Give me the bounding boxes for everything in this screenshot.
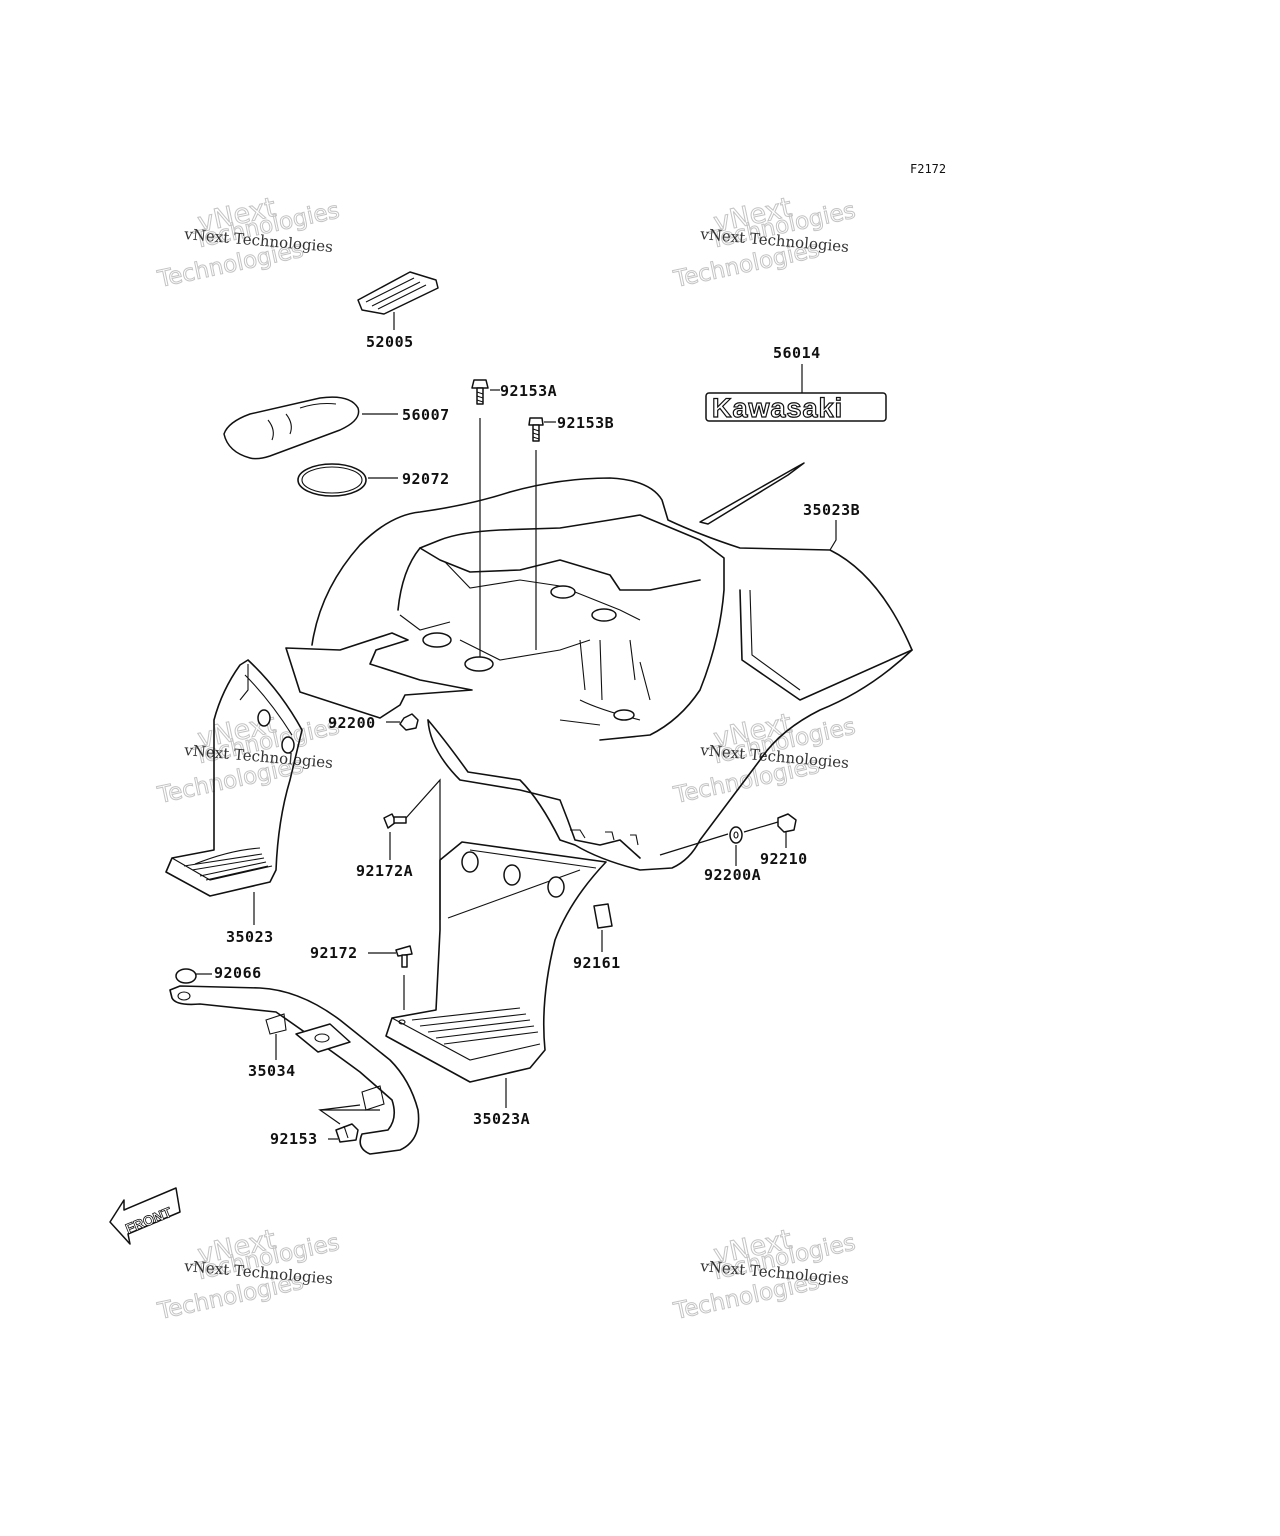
callout-92153: 92153: [270, 1130, 318, 1148]
callout-92200: 92200: [328, 714, 376, 732]
callout-92172: 92172: [310, 944, 358, 962]
watermark-bottom-left: vNext Technologies Technologies vNext Te…: [154, 1224, 342, 1326]
kawasaki-logo-text: Kawasaki: [712, 393, 843, 423]
callout-92153A: 92153A: [500, 382, 557, 400]
callout-35023: 35023: [226, 928, 274, 946]
callout-92210: 92210: [760, 850, 808, 868]
watermark-top-left: vNext Technologies Technologies vNext Te…: [154, 192, 342, 294]
part-92200-nut: [386, 713, 419, 731]
part-52005-pad: [357, 271, 439, 330]
figure-code: F2172: [910, 162, 946, 176]
part-56014-kawasaki-decal: Kawasaki: [705, 364, 887, 424]
part-56007-seat-cover: [223, 396, 398, 460]
front-direction-arrow: FRONT: [109, 1187, 181, 1245]
part-35034-bracket: [169, 985, 420, 1155]
part-92161-pad: [593, 903, 613, 952]
watermark-mid-left: vNext Technologies Technologies vNext Te…: [154, 708, 342, 810]
watermark-bottom-right: vNext Technologies Technologies vNext Te…: [670, 1224, 858, 1326]
part-92153A-bolt: [471, 379, 500, 660]
callout-35034: 35034: [248, 1062, 296, 1080]
part-92072-ring: [297, 463, 398, 497]
callout-52005: 52005: [366, 333, 414, 351]
watermark-top-right: vNext Technologies Technologies vNext Te…: [670, 192, 858, 294]
part-92172-screw: [368, 945, 413, 1025]
part-92172A-screw: [383, 778, 441, 920]
part-92066-cap: [175, 968, 212, 984]
callout-35023A: 35023A: [473, 1110, 530, 1128]
watermark-mid-right: vNext Technologies Technologies vNext Te…: [670, 708, 858, 810]
part-35023-left-footrest-guard: [165, 659, 303, 925]
part-35023B-rear-fender: [285, 462, 913, 871]
callout-92200A: 92200A: [704, 866, 761, 884]
callout-92172A: 92172A: [356, 862, 413, 880]
callout-92161: 92161: [573, 954, 621, 972]
callout-labels: 52005 56014 92153A 56007 92153B 92072 35…: [214, 333, 860, 1148]
part-92153-bolt: [318, 1104, 380, 1143]
callout-35023B: 35023B: [803, 501, 860, 519]
callout-56014: 56014: [773, 344, 821, 362]
callout-92066: 92066: [214, 964, 262, 982]
callout-56007: 56007: [402, 406, 450, 424]
part-92153B-bolt: [528, 417, 556, 650]
callout-92153B: 92153B: [557, 414, 614, 432]
callout-92072: 92072: [402, 470, 450, 488]
part-92200A-washer: [659, 826, 743, 866]
part-35023A-right-footrest-guard: [385, 841, 607, 1108]
part-92210-nut: [743, 813, 797, 848]
